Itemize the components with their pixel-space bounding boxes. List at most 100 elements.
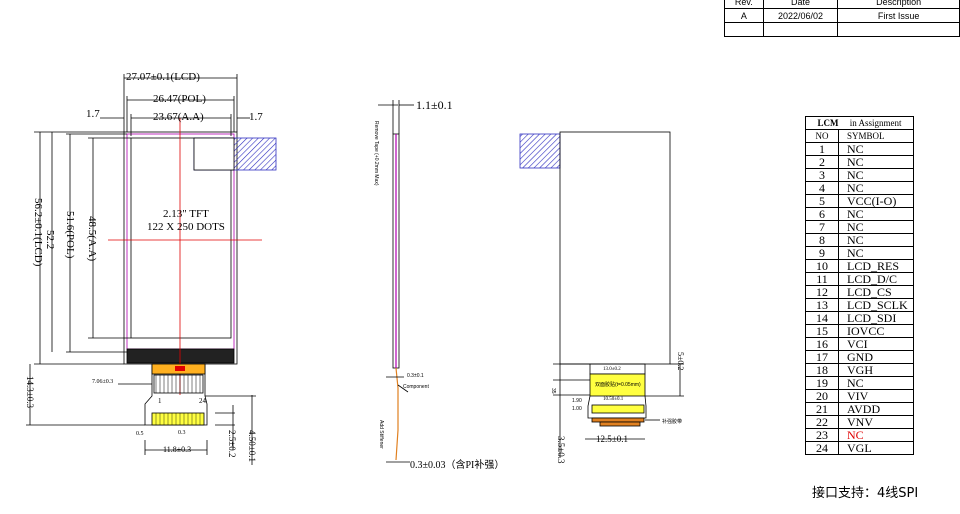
pin-symbol: AVDD bbox=[838, 402, 914, 416]
pin-table-title: LCM in Assignment bbox=[805, 116, 914, 130]
pin-symbol: NC bbox=[838, 181, 914, 195]
pin-number: 4 bbox=[805, 181, 839, 195]
side-view bbox=[378, 100, 414, 463]
pin-symbol: GND bbox=[838, 350, 914, 364]
pin-symbol: LCD_D/C bbox=[838, 272, 914, 286]
dim-back-fpc-w1: 13.0±0.2 bbox=[603, 367, 621, 372]
back-view bbox=[519, 131, 684, 458]
label-back-left2: 1.00 bbox=[572, 406, 582, 412]
pin-number: 21 bbox=[805, 402, 839, 416]
pin-number: 15 bbox=[805, 324, 839, 338]
back-fpc-orange bbox=[591, 417, 645, 423]
revision-table: Rev. Date Description A 2022/06/02 First… bbox=[724, 0, 960, 37]
pin-symbol: LCD_RES bbox=[838, 259, 914, 273]
label-back-left3: 35 bbox=[550, 388, 556, 394]
pin-symbol: NC bbox=[838, 376, 914, 390]
pin-symbol: NC bbox=[838, 142, 914, 156]
pin-number: 10 bbox=[805, 259, 839, 273]
pin-symbol: LCD_SCLK bbox=[838, 298, 914, 312]
pin-number: 14 bbox=[805, 311, 839, 325]
pin-symbol: LCD_SDI bbox=[838, 311, 914, 325]
label-back-stiffener: 补强胶带 bbox=[662, 419, 683, 425]
pin-number: 12 bbox=[805, 285, 839, 299]
pin-number: 3 bbox=[805, 168, 839, 182]
pin-symbol: NC bbox=[838, 233, 914, 247]
back-hatched-corner bbox=[519, 133, 561, 169]
pin-number: 6 bbox=[805, 207, 839, 221]
pin-number: 13 bbox=[805, 298, 839, 312]
dim-inner-height: 52.2 bbox=[44, 230, 56, 250]
display-resolution: 122 X 250 DOTS bbox=[147, 221, 225, 233]
front-view bbox=[26, 74, 277, 465]
pin-symbol: IOVCC bbox=[838, 324, 914, 338]
dim-back-fpc-w3: 12.5±0.1 bbox=[596, 434, 628, 444]
dim-lcd-height: 56.2±0.1(LCD) bbox=[32, 198, 44, 267]
back-panel bbox=[559, 131, 671, 365]
rev-cell bbox=[837, 22, 960, 37]
dim-right-gap: 1.7 bbox=[249, 111, 263, 123]
pin-number: 20 bbox=[805, 389, 839, 403]
label-stiffener: Add Stiffener bbox=[378, 420, 384, 449]
pin-symbol: NC bbox=[838, 155, 914, 169]
pin-col-symbol: SYMBOL bbox=[838, 129, 914, 143]
pin-symbol: VIV bbox=[838, 389, 914, 403]
pin-number: 7 bbox=[805, 220, 839, 234]
side-fpc bbox=[395, 367, 399, 461]
dim-fpc-offset: 7.06±0.3 bbox=[92, 379, 114, 385]
pin-number: 16 bbox=[805, 337, 839, 351]
pin-table-title-rest: in Assignment bbox=[849, 118, 902, 128]
pin-symbol: NC bbox=[838, 220, 914, 234]
pin-last-label: 24 bbox=[199, 397, 206, 405]
pin-number: 9 bbox=[805, 246, 839, 260]
dim-fpc-end: 4.50±0.1 bbox=[247, 430, 257, 462]
label-component: Component bbox=[403, 384, 429, 390]
pin-col-no: NO bbox=[805, 129, 839, 143]
pin-symbol: LCD_CS bbox=[838, 285, 914, 299]
dim-aa-height: 48.5(A.A) bbox=[86, 216, 98, 262]
dim-pitch: 0.5 bbox=[136, 431, 144, 437]
pin-symbol: NC bbox=[838, 246, 914, 260]
pin-symbol: NC bbox=[838, 428, 914, 442]
dim-back-height: 5±0.2 bbox=[676, 352, 685, 371]
pin-first-label: 1 bbox=[158, 397, 162, 405]
dim-left-gap: 1.7 bbox=[86, 108, 100, 120]
active-area bbox=[130, 137, 232, 339]
interface-note: 接口支持：4线SPI bbox=[812, 486, 919, 501]
dim-thickness: 1.1±0.1 bbox=[416, 98, 453, 112]
pin-symbol: VGH bbox=[838, 363, 914, 377]
pin-number: 17 bbox=[805, 350, 839, 364]
dim-lcd-width: 27.07±0.1(LCD) bbox=[126, 71, 200, 83]
pin-number: 5 bbox=[805, 194, 839, 208]
pin-symbol: VCC(I-O) bbox=[838, 194, 914, 208]
pin-number: 8 bbox=[805, 233, 839, 247]
pin-table-title-lcm: LCM bbox=[817, 118, 839, 128]
dim-pol-width: 26.47(POL) bbox=[153, 93, 206, 105]
dim-fpc-length: 14.3±0.3 bbox=[25, 376, 35, 408]
label-remove-tape: Remove Tape (+0.2mm Max) bbox=[373, 121, 379, 186]
back-fpc-yellow bbox=[589, 373, 646, 397]
display-size: 2.13" TFT bbox=[163, 208, 209, 220]
pin-symbol: VGL bbox=[838, 441, 914, 455]
